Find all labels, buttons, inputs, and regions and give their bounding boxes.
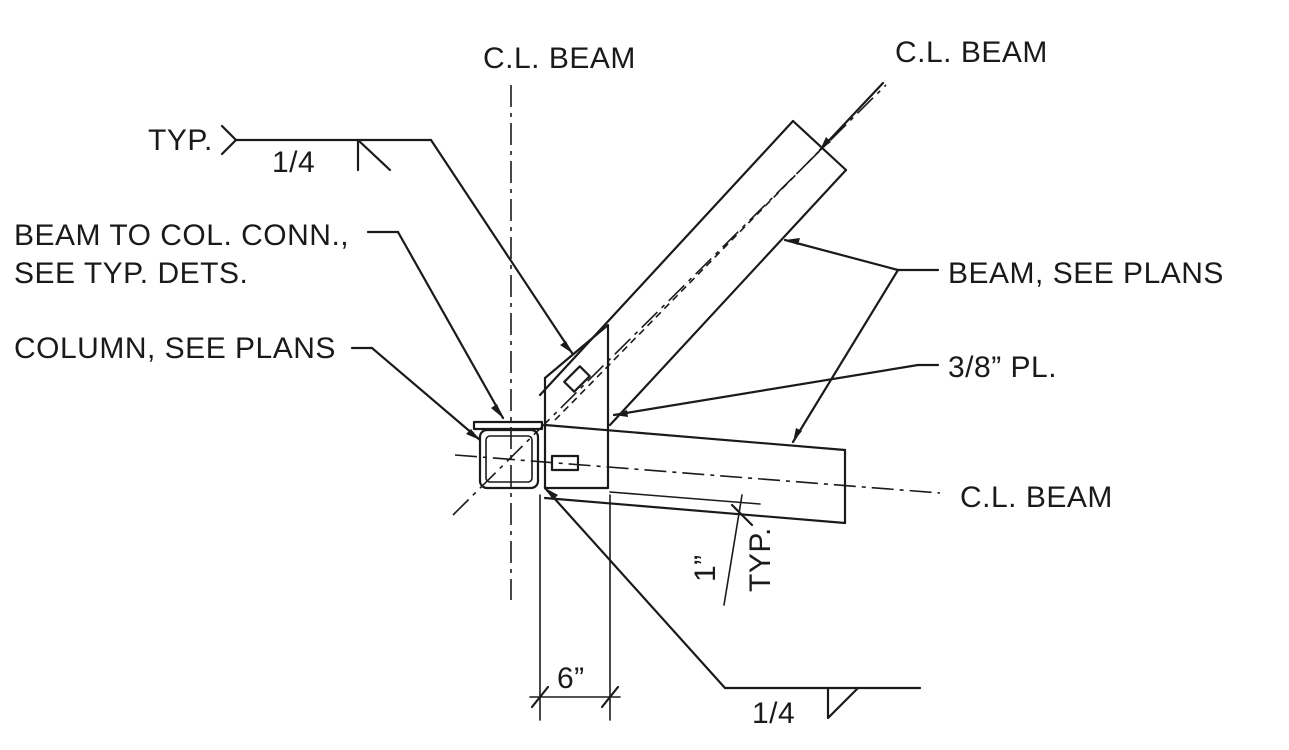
leader-cl-diagonal [818, 81, 885, 152]
horizontal-beam [543, 423, 847, 525]
label-beam-see-plans: BEAM, SEE PLANS [948, 257, 1224, 290]
bolt-diagonal [563, 365, 591, 393]
label-cl-beam-diagonal: C.L. BEAM [895, 36, 1048, 69]
weld-symbol-bottom [543, 486, 922, 720]
label-plate-width: 6” [557, 662, 585, 695]
shear-plate [543, 323, 610, 490]
label-column: COLUMN, SEE PLANS [14, 332, 336, 365]
bolt-horizontal [550, 454, 580, 472]
label-weld-size-bottom: 1/4 [752, 697, 795, 730]
label-beam-to-col-line2: SEE TYP. DETS. [14, 257, 248, 290]
label-edge-dim-typ: TYP. [744, 527, 777, 592]
leader-beam-to-col [366, 230, 505, 420]
leader-plate [612, 363, 940, 417]
horizontal-centerline [454, 454, 941, 494]
label-edge-dim: 1” [689, 554, 722, 582]
diagonal-beam [538, 119, 848, 427]
label-weld-size-top: 1/4 [272, 146, 315, 179]
column-section [472, 420, 544, 490]
label-plate: 3/8” PL. [948, 351, 1057, 384]
edge-distance-dimension [723, 494, 754, 606]
leader-beam-see-plans [783, 238, 940, 444]
weld-symbol-top [220, 124, 574, 355]
leader-column [350, 346, 482, 442]
label-beam-to-col-line1: BEAM TO COL. CONN., [14, 219, 349, 252]
plate-width-dimension [529, 494, 621, 721]
label-cl-beam-vertical: C.L. BEAM [483, 42, 636, 75]
label-cl-beam-horizontal: C.L. BEAM [960, 481, 1113, 514]
label-typ-weld: TYP. [148, 124, 213, 157]
diagonal-centerline [452, 84, 887, 516]
